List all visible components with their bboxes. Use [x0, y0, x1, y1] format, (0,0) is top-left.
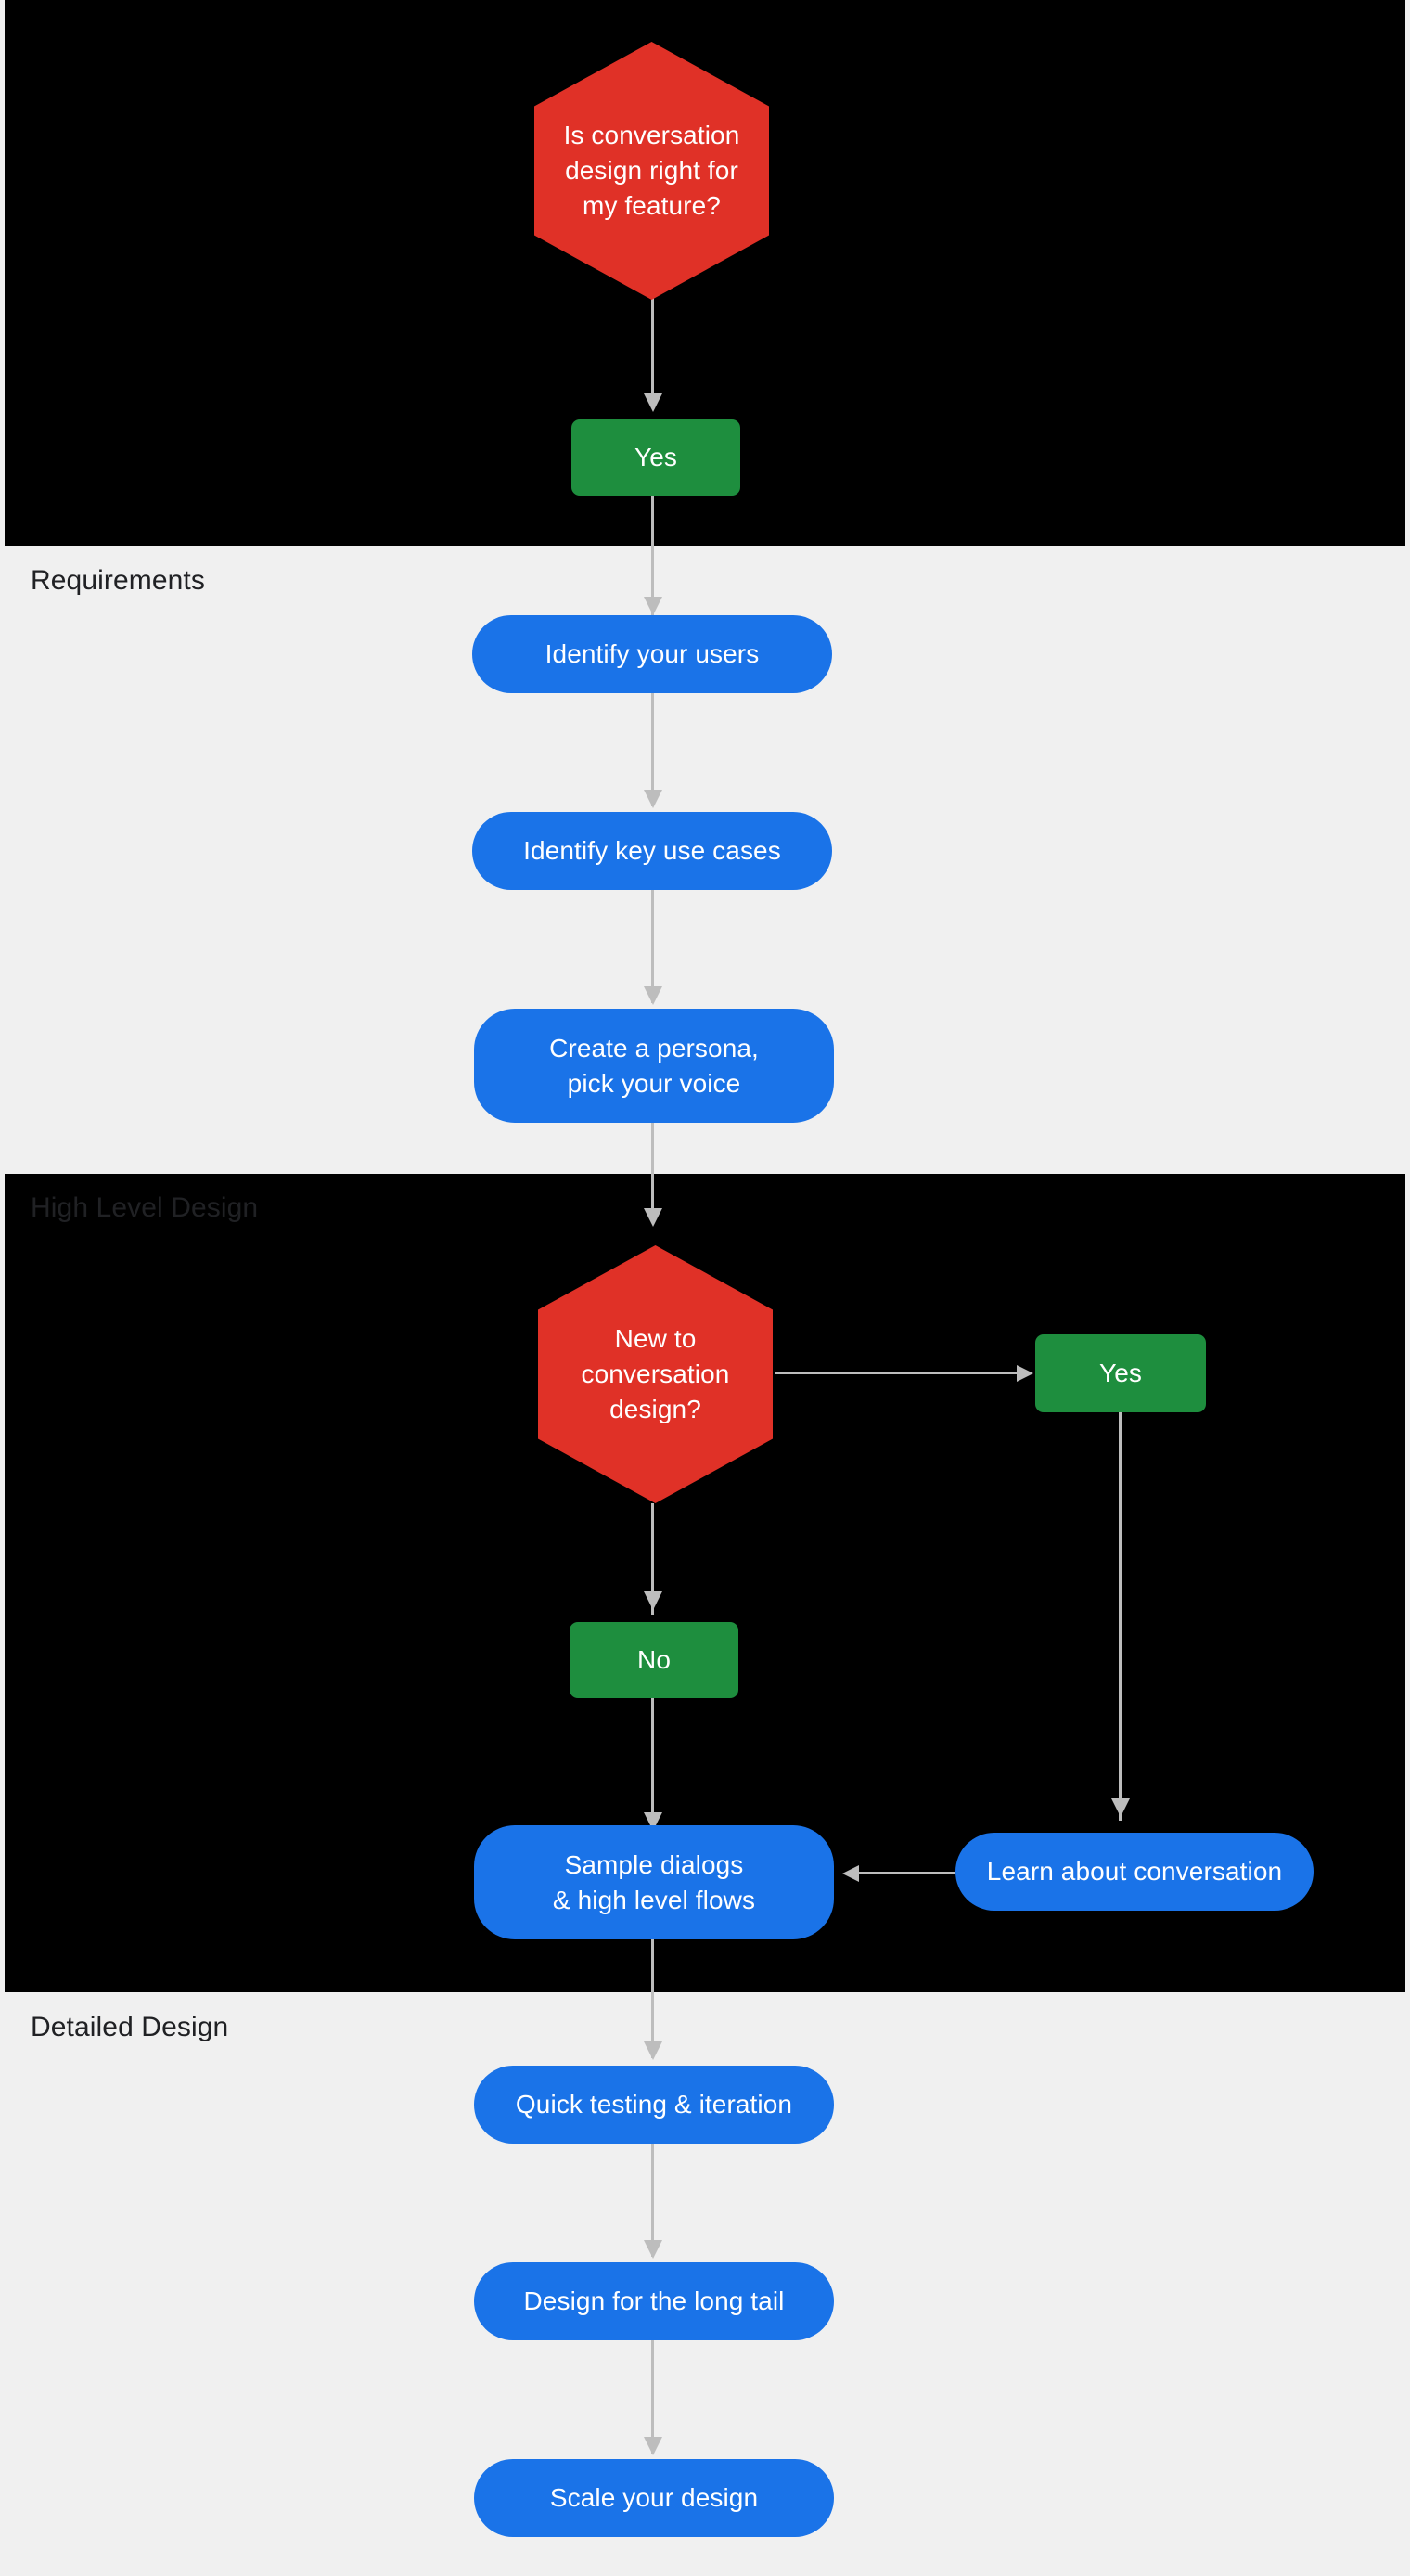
connector-use-cases-to-persona — [651, 890, 654, 1003]
step-design-for-long-tail-label: Design for the long tail — [523, 2286, 785, 2315]
step-learn-about-conversation-label: Learn about conversation — [986, 1857, 1283, 1886]
section-label-detailed-design: Detailed Design — [31, 2012, 229, 2042]
step-design-for-long-tail[interactable]: Design for the long tail — [474, 2262, 834, 2340]
connector-persona-to-decision2 — [651, 1123, 654, 1223]
connector-yes2-to-learn — [1119, 1412, 1122, 1821]
answer-no-after-decision-2[interactable]: No — [570, 1622, 738, 1698]
edge-rail-right-hld — [1405, 1174, 1410, 1992]
step-quick-testing-iteration-label: Quick testing & iteration — [515, 2090, 793, 2119]
edge-rail-right-intro — [1405, 0, 1410, 546]
step-identify-your-users-label: Identify your users — [545, 639, 760, 668]
answer-yes-after-decision-1[interactable]: Yes — [571, 419, 740, 496]
arrowhead-use-cases-to-persona — [644, 986, 662, 1005]
answer-no-2-label: No — [637, 1645, 671, 1674]
connector-users-to-use-cases — [651, 693, 654, 806]
answer-yes-2-label: Yes — [1099, 1359, 1142, 1387]
connector-decision2-to-yes2 — [776, 1372, 1022, 1374]
connector-sample-to-quick-testing — [651, 1939, 654, 2058]
answer-yes-after-decision-2[interactable]: Yes — [1035, 1334, 1206, 1412]
step-scale-your-design[interactable]: Scale your design — [474, 2459, 834, 2537]
connector-no2-to-sample-dialogs — [651, 1698, 654, 1835]
arrowhead-decision2-to-no2 — [644, 1591, 662, 1610]
section-label-high-level-design: High Level Design — [31, 1192, 259, 1223]
edge-rail-left-intro — [0, 0, 5, 546]
connector-quick-testing-to-long-tail — [651, 2144, 654, 2257]
connector-long-tail-to-scale — [651, 2340, 654, 2454]
step-create-persona-pick-voice[interactable]: Create a persona, pick your voice — [474, 1009, 834, 1123]
arrowhead-learn-to-sample-dialogs — [842, 1865, 859, 1882]
step-sample-dialogs-label: Sample dialogs & high level flows — [552, 1849, 756, 1914]
arrowhead-long-tail-to-scale — [644, 2437, 662, 2455]
step-identify-key-use-cases-label: Identify key use cases — [523, 836, 781, 865]
edge-rail-left-hld — [0, 1174, 5, 1992]
arrowhead-decision2-to-yes2 — [1017, 1365, 1033, 1382]
decision-2-label: New to conversation design? — [581, 1324, 730, 1423]
decision-is-conversation-design-right[interactable]: Is conversation design right for my feat… — [534, 42, 769, 300]
arrowhead-persona-to-decision2 — [644, 1208, 662, 1227]
arrowhead-users-to-use-cases — [644, 790, 662, 808]
step-scale-your-design-label: Scale your design — [549, 2483, 759, 2512]
step-identify-key-use-cases[interactable]: Identify key use cases — [472, 812, 832, 890]
arrowhead-yes1-to-identify-users — [644, 597, 662, 615]
connector-learn-to-sample-dialogs — [857, 1872, 955, 1874]
decision-1-label: Is conversation design right for my feat… — [563, 121, 740, 220]
decision-new-to-conversation-design[interactable]: New to conversation design? — [538, 1245, 773, 1503]
arrowhead-sample-to-quick-testing — [644, 2041, 662, 2060]
arrowhead-quick-testing-to-long-tail — [644, 2240, 662, 2259]
connector-decision1-to-yes1 — [651, 297, 654, 399]
step-learn-about-conversation[interactable]: Learn about conversation — [955, 1833, 1314, 1911]
section-label-requirements: Requirements — [31, 565, 205, 596]
connector-decision2-to-no2 — [651, 1503, 654, 1615]
step-identify-your-users[interactable]: Identify your users — [472, 615, 832, 693]
connector-yes1-to-identify-users — [651, 496, 654, 618]
answer-yes-1-label: Yes — [634, 443, 677, 471]
arrowhead-decision1-to-yes1 — [644, 393, 662, 412]
arrowhead-yes2-to-learn — [1111, 1798, 1130, 1817]
step-create-persona-pick-voice-label: Create a persona, pick your voice — [549, 1033, 759, 1098]
step-sample-dialogs-high-level-flows[interactable]: Sample dialogs & high level flows — [474, 1825, 834, 1939]
step-quick-testing-iteration[interactable]: Quick testing & iteration — [474, 2066, 834, 2144]
